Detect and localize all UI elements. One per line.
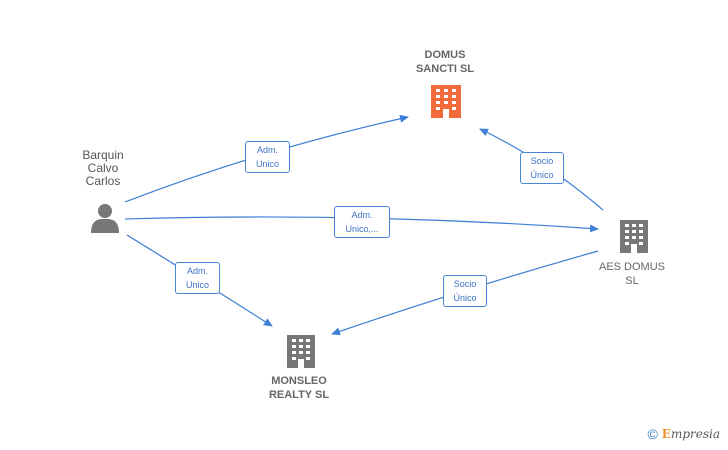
edge-label-person-aes[interactable]: Adm. Unico,...	[334, 206, 390, 238]
building-icon[interactable]	[620, 220, 648, 253]
node-label-person[interactable]: Barquin Calvo Carlos	[82, 148, 124, 188]
edge-label-person-domus[interactable]: Adm. Unico	[245, 141, 290, 173]
edge-label-person-monsleo[interactable]: Adm. Unico	[175, 262, 220, 294]
node-label-domus-sancti[interactable]: DOMUS SANCTI SL	[415, 49, 475, 75]
brand-logo: © Empresia	[647, 426, 720, 442]
building-icon[interactable]	[287, 335, 315, 368]
person-icon[interactable]	[91, 204, 119, 233]
edge-label-aes-monsleo[interactable]: Socio Único	[443, 275, 487, 307]
building-icon[interactable]	[431, 85, 461, 118]
copyright-icon: ©	[647, 426, 658, 442]
node-label-aes-domus[interactable]: AES DOMUS SL	[598, 261, 665, 287]
edge-label-aes-domus[interactable]: Socio Único	[520, 152, 564, 184]
brand-name: Empresia	[661, 427, 720, 441]
node-label-monsleo[interactable]: MONSLEO REALTY SL	[268, 375, 330, 401]
